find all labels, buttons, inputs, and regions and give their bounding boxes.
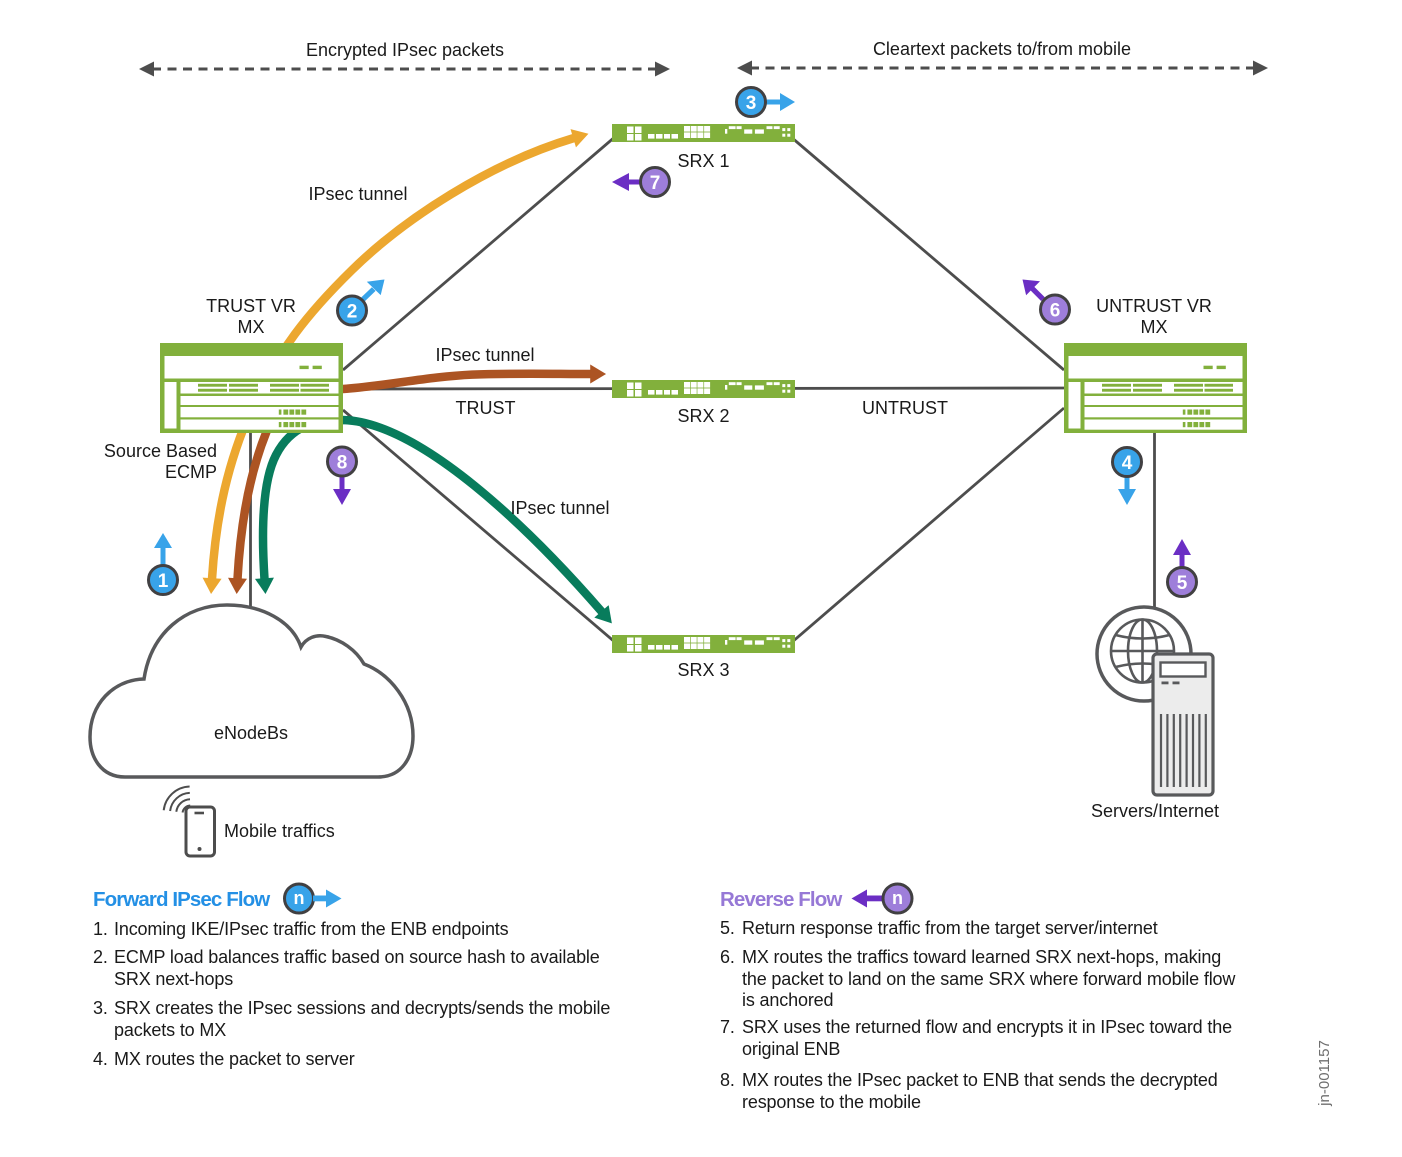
svg-text:response to the mobile: response to the mobile	[742, 1092, 921, 1112]
svg-text:7.: 7.	[720, 1017, 735, 1037]
svg-text:SRX 2: SRX 2	[677, 406, 729, 426]
svg-text:Servers/Internet: Servers/Internet	[1091, 801, 1219, 821]
svg-text:is anchored: is anchored	[742, 990, 833, 1010]
svg-text:SRX next-hops: SRX next-hops	[114, 969, 233, 989]
svg-text:TRUST: TRUST	[456, 398, 516, 418]
svg-text:IPsec tunnel: IPsec tunnel	[510, 498, 609, 518]
svg-text:MX routes the IPsec packet to: MX routes the IPsec packet to ENB that s…	[742, 1070, 1218, 1090]
svg-text:Return response traffic from t: Return response traffic from the target …	[742, 918, 1158, 938]
svg-text:1: 1	[158, 571, 169, 592]
svg-text:Mobile traffics: Mobile traffics	[224, 821, 335, 841]
svg-text:Incoming IKE/IPsec traffic fro: Incoming IKE/IPsec traffic from the ENB …	[114, 919, 509, 939]
svg-text:2: 2	[347, 302, 358, 323]
svg-text:SRX 1: SRX 1	[677, 151, 729, 171]
svg-text:6: 6	[1050, 301, 1061, 322]
svg-text:the packet to land on the same: the packet to land on the same SRX where…	[742, 969, 1236, 989]
svg-text:6.: 6.	[720, 947, 735, 967]
svg-text:original ENB: original ENB	[742, 1039, 840, 1059]
svg-text:4: 4	[1122, 453, 1133, 474]
svg-text:SRX 3: SRX 3	[677, 660, 729, 680]
svg-text:MX routes the traffics toward: MX routes the traffics toward learned SR…	[742, 947, 1221, 967]
svg-text:Reverse Flow: Reverse Flow	[720, 888, 842, 911]
svg-text:TRUST VR: TRUST VR	[206, 296, 296, 316]
svg-text:IPsec tunnel: IPsec tunnel	[435, 345, 534, 365]
svg-text:IPsec tunnel: IPsec tunnel	[308, 184, 407, 204]
svg-text:MX routes the packet to server: MX routes the packet to server	[114, 1049, 355, 1069]
svg-text:SRX creates the IPsec sessions: SRX creates the IPsec sessions and decry…	[114, 998, 610, 1018]
svg-text:Source Based: Source Based	[104, 441, 217, 461]
svg-text:eNodeBs: eNodeBs	[214, 723, 288, 743]
svg-text:3.: 3.	[93, 998, 108, 1018]
svg-text:8.: 8.	[720, 1070, 735, 1090]
svg-text:ECMP load balances traffic bas: ECMP load balances traffic based on sour…	[114, 947, 600, 967]
svg-text:8: 8	[337, 453, 348, 474]
svg-text:UNTRUST VR: UNTRUST VR	[1096, 296, 1212, 316]
svg-text:packets to MX: packets to MX	[114, 1020, 226, 1040]
svg-text:4.: 4.	[93, 1049, 108, 1069]
svg-text:2.: 2.	[93, 947, 108, 967]
svg-text:5: 5	[1177, 573, 1188, 594]
svg-text:1.: 1.	[93, 919, 108, 939]
svg-text:UNTRUST: UNTRUST	[862, 398, 948, 418]
svg-text:5.: 5.	[720, 918, 735, 938]
svg-text:n: n	[294, 888, 305, 908]
svg-text:MX: MX	[238, 317, 265, 337]
svg-text:3: 3	[746, 93, 757, 114]
svg-text:n: n	[892, 888, 903, 908]
svg-text:Forward IPsec Flow: Forward IPsec Flow	[93, 888, 270, 911]
svg-text:ECMP: ECMP	[165, 462, 217, 482]
svg-text:SRX uses the returned flow and: SRX uses the returned flow and encrypts …	[742, 1017, 1232, 1037]
svg-text:Encrypted IPsec packets: Encrypted IPsec packets	[306, 40, 504, 60]
svg-text:jn-001157: jn-001157	[1316, 1040, 1333, 1107]
svg-text:7: 7	[650, 173, 661, 194]
svg-text:MX: MX	[1141, 317, 1168, 337]
svg-text:Cleartext packets to/from mobi: Cleartext packets to/from mobile	[873, 39, 1131, 59]
